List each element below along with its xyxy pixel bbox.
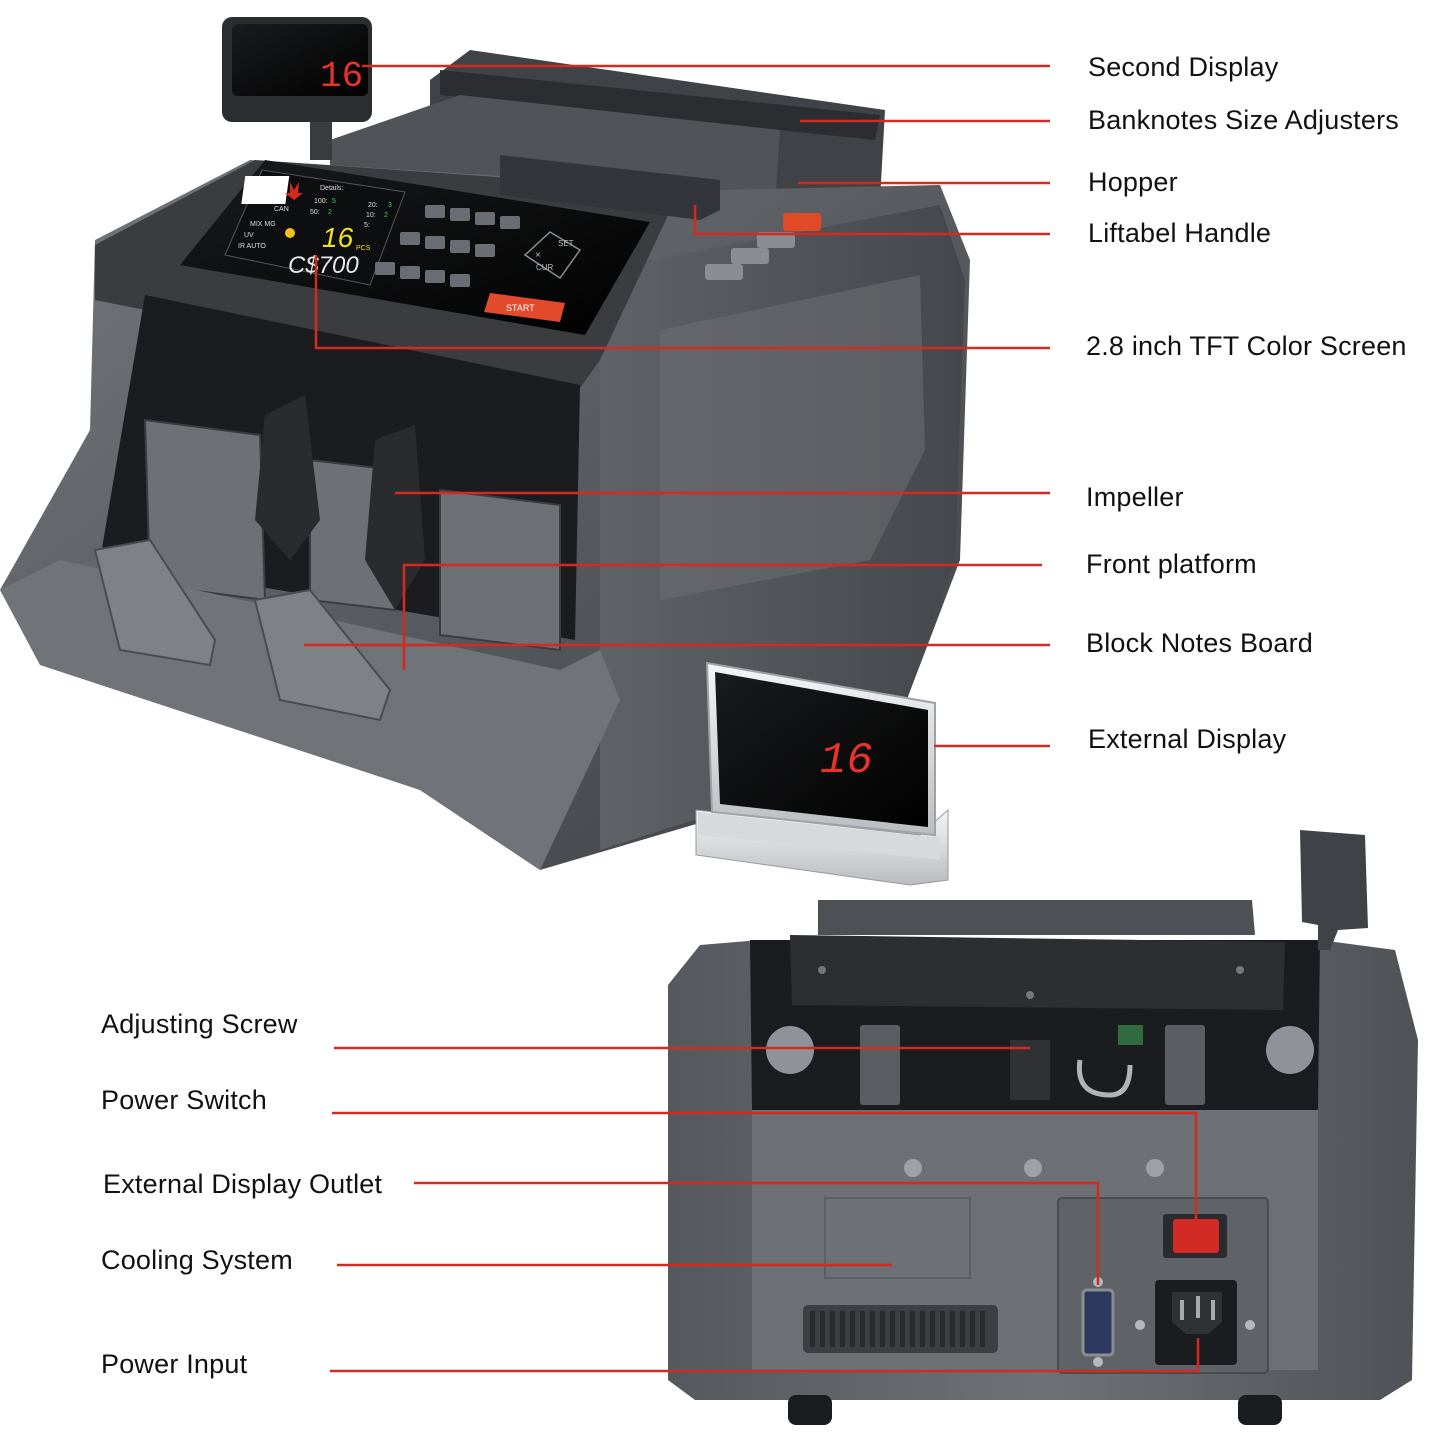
set-key-label: SET (558, 239, 574, 248)
key[interactable] (400, 232, 420, 245)
key[interactable] (475, 212, 495, 225)
sun-icon (285, 228, 295, 238)
lcd-row-2-denom: 50: (310, 209, 320, 216)
external-display-outlet[interactable] (1081, 1277, 1115, 1367)
lcd-currency: CAN (274, 206, 289, 213)
key[interactable] (500, 216, 520, 229)
lcd-mode-1: MIX MG (250, 221, 276, 228)
lcd-count: 16 (322, 222, 354, 253)
block-notes-board (93, 538, 217, 667)
start-button-label: START (506, 303, 535, 313)
lcd-row-1-value: 5 (332, 198, 336, 205)
label-tft-screen: 2.8 inch TFT Color Screen (1086, 331, 1407, 361)
lcd-row-2-denom-2: 10: (366, 212, 376, 219)
lcd-row-1-value-2: 3 (388, 202, 392, 209)
second-display-value: 16 (320, 56, 363, 97)
leader-tft-screen (314, 255, 1050, 350)
start-button[interactable] (484, 293, 565, 322)
second-display: 16 (222, 17, 372, 160)
lcd-row-1-denom-2: 20: (368, 202, 378, 209)
key[interactable] (450, 240, 470, 253)
label-power-input: Power Input (101, 1349, 248, 1379)
lcd-amount: C$700 (288, 252, 359, 279)
lcd-mode-2: UV (244, 232, 254, 239)
block-notes-board (253, 588, 392, 722)
lcd-row-2-value-2: 2 (384, 212, 388, 219)
leader-power-switch (332, 1111, 1198, 1225)
key[interactable] (425, 236, 445, 249)
label-second-display: Second Display (1088, 52, 1279, 82)
external-display: 16 (695, 661, 949, 886)
label-display-outlet: External Display Outlet (103, 1169, 383, 1199)
lcd-count-unit: PCS (356, 245, 371, 252)
key[interactable] (475, 244, 495, 257)
cur-key-label: CUR (536, 263, 554, 272)
side-button[interactable] (757, 232, 795, 248)
lcd-row-1-denom: 100: (314, 198, 328, 205)
label-power-switch: Power Switch (101, 1085, 267, 1115)
lcd-mode-3: IR AUTO (238, 243, 266, 250)
power-input[interactable] (1135, 1280, 1255, 1365)
nav-pad[interactable] (523, 231, 582, 280)
liftable-handle (500, 155, 720, 220)
key[interactable] (450, 208, 470, 221)
money-counter-rear-view (668, 830, 1418, 1425)
external-display-value: 16 (820, 736, 873, 786)
leader-handle (693, 205, 1050, 236)
label-block-board: Block Notes Board (1086, 628, 1314, 658)
label-external-display: External Display (1088, 724, 1287, 754)
power-switch[interactable] (1163, 1214, 1227, 1258)
key[interactable] (375, 262, 395, 275)
label-size-adjusters: Banknotes Size Adjusters (1088, 105, 1399, 135)
leader-lines (304, 64, 1200, 1373)
size-adjuster-rail (440, 70, 880, 140)
label-adjusting-screw: Adjusting Screw (101, 1009, 298, 1039)
leader-front-platform (402, 563, 1042, 670)
tft-screen: CAN Details: 100: 5 20: 3 50: 2 10: 2 5:… (224, 169, 406, 286)
lcd-extra: 5: (364, 222, 370, 229)
leader-display-outlet (414, 1181, 1100, 1285)
side-button[interactable] (731, 248, 769, 264)
key[interactable] (400, 266, 420, 279)
key[interactable] (425, 205, 445, 218)
canada-flag-icon (241, 176, 290, 204)
label-handle: Liftabel Handle (1088, 218, 1272, 248)
side-button[interactable] (705, 264, 743, 280)
label-front-platform: Front platform (1086, 549, 1257, 579)
lcd-row-2-value: 2 (328, 209, 332, 216)
side-button-red[interactable] (783, 213, 821, 231)
label-cooling: Cooling System (101, 1245, 293, 1275)
key[interactable] (450, 274, 470, 287)
x-key-label: × (535, 250, 541, 261)
label-hopper: Hopper (1088, 167, 1178, 197)
leader-power-input (330, 1338, 1200, 1373)
cooling-vents (803, 1305, 998, 1353)
maple-leaf-icon (285, 182, 303, 200)
keypad: SET CUR × START (375, 205, 582, 322)
lcd-details: Details: (320, 185, 343, 192)
key[interactable] (425, 270, 445, 283)
label-impeller: Impeller (1086, 482, 1184, 512)
